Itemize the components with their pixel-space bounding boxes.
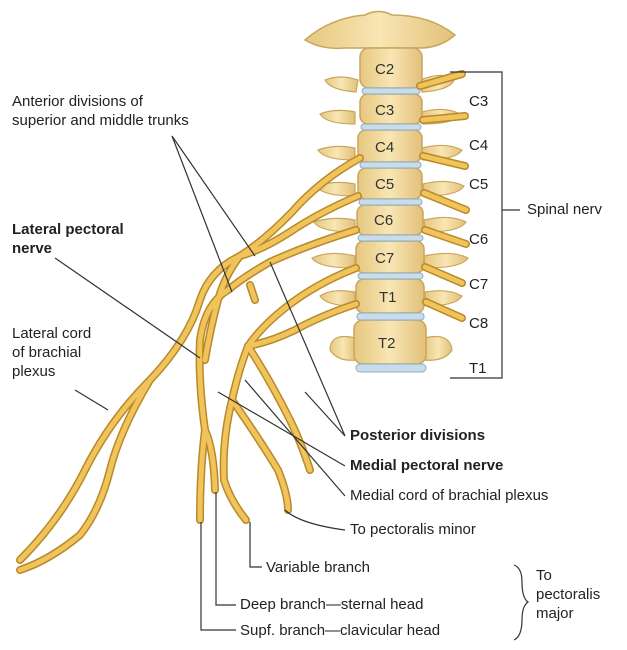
label-line: pectoralis (536, 585, 600, 604)
label-medial-cord: Medial cord of brachial plexus (350, 486, 548, 505)
label-to-pectoralis-major: To pectoralis major (536, 566, 600, 623)
label-line: plexus (12, 362, 91, 381)
root-label: C6 (469, 231, 488, 248)
label-line: To (536, 566, 600, 585)
leader-lines (55, 72, 528, 640)
label-spinal-nerves: Spinal nerv (527, 200, 602, 219)
label-anterior-divisions: Anterior divisions of superior and middl… (12, 92, 189, 130)
vertebra-label: T1 (379, 289, 397, 306)
label-supf-branch: Supf. branch—clavicular head (240, 621, 440, 640)
label-line: major (536, 604, 600, 623)
label-to-pectoralis-minor: To pectoralis minor (350, 520, 476, 539)
label-medial-pectoral-nerve: Medial pectoral nerve (350, 456, 503, 475)
label-deep-branch: Deep branch—sternal head (240, 595, 423, 614)
label-line: Lateral cord (12, 324, 91, 343)
label-variable-branch: Variable branch (266, 558, 370, 577)
root-label: T1 (469, 360, 487, 377)
vertebra-c2-wings (305, 12, 455, 49)
vertebra-label: C7 (375, 250, 394, 267)
vertebra-label: C6 (374, 212, 393, 229)
label-lateral-cord: Lateral cord of brachial plexus (12, 324, 91, 381)
label-line: nerve (12, 239, 124, 258)
label-line: Anterior divisions of (12, 92, 189, 111)
label-line: Lateral pectoral (12, 220, 124, 239)
vertebra-label: C5 (375, 176, 394, 193)
root-label: C8 (469, 315, 488, 332)
root-label: C7 (469, 276, 488, 293)
root-label: C3 (469, 93, 488, 110)
label-posterior-divisions: Posterior divisions (350, 426, 485, 445)
root-label: C4 (469, 137, 488, 154)
spinal-root-labels: C3 C4 C5 C6 C7 C8 T1 (469, 93, 488, 377)
label-line: of brachial (12, 343, 91, 362)
vertebra-label: T2 (378, 335, 396, 352)
label-lateral-pectoral-nerve: Lateral pectoral nerve (12, 220, 124, 258)
vertebra-label: C2 (375, 61, 394, 78)
label-line: superior and middle trunks (12, 111, 189, 130)
root-label: C5 (469, 176, 488, 193)
vertebra-label: C4 (375, 139, 394, 156)
vertebra-label: C3 (375, 102, 394, 119)
